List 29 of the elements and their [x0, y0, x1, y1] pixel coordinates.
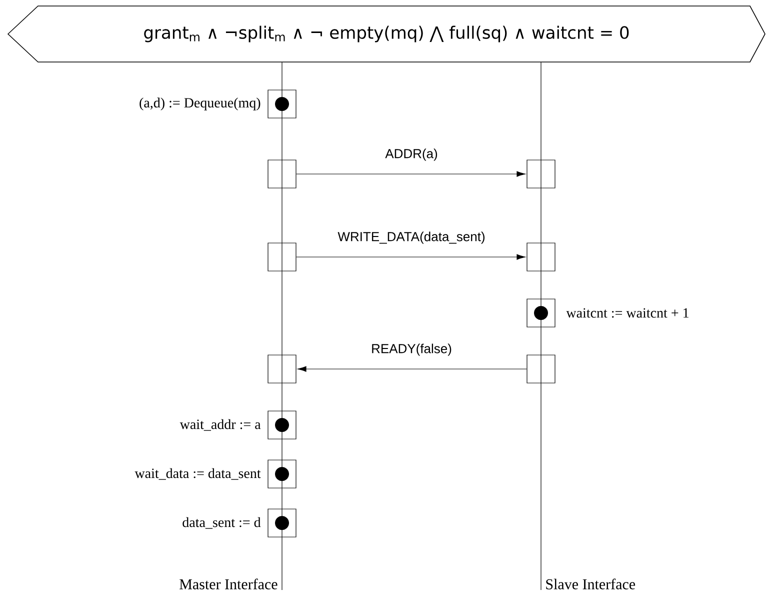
action-box [268, 410, 296, 440]
action-box [268, 508, 296, 538]
lifeline [540, 62, 542, 160]
message-box [268, 242, 296, 272]
message-box [526, 242, 556, 272]
action-box [526, 298, 556, 328]
message-arrow [298, 366, 527, 372]
lifeline [540, 188, 542, 243]
lifeline-label: Slave Interface [546, 578, 636, 590]
edge-label: ADDR(a) [384, 148, 439, 162]
message-arrow [296, 254, 526, 260]
lifeline [540, 383, 542, 590]
lifeline [540, 271, 542, 299]
lifeline [540, 327, 542, 355]
action-box [268, 459, 296, 489]
edge-label: READY(false) [370, 342, 453, 357]
action-label: waitcnt := waitcnt + 1 [566, 308, 688, 318]
message-box [526, 159, 556, 189]
action-label: (a,d) := Dequeue(mq) [140, 98, 260, 110]
action-label: data_sent := d [182, 517, 261, 529]
lifeline-label: Master Interface [180, 578, 278, 590]
edge-label: WRITE_DATA(data_sent) [336, 230, 486, 245]
message-box [268, 354, 296, 384]
message-box [526, 354, 556, 384]
action-label: wait_data := data_sent [134, 468, 261, 480]
message-box [268, 159, 296, 189]
message-arrow [296, 171, 526, 177]
action-box [268, 89, 296, 119]
action-label: wait_addr := a [180, 419, 261, 431]
